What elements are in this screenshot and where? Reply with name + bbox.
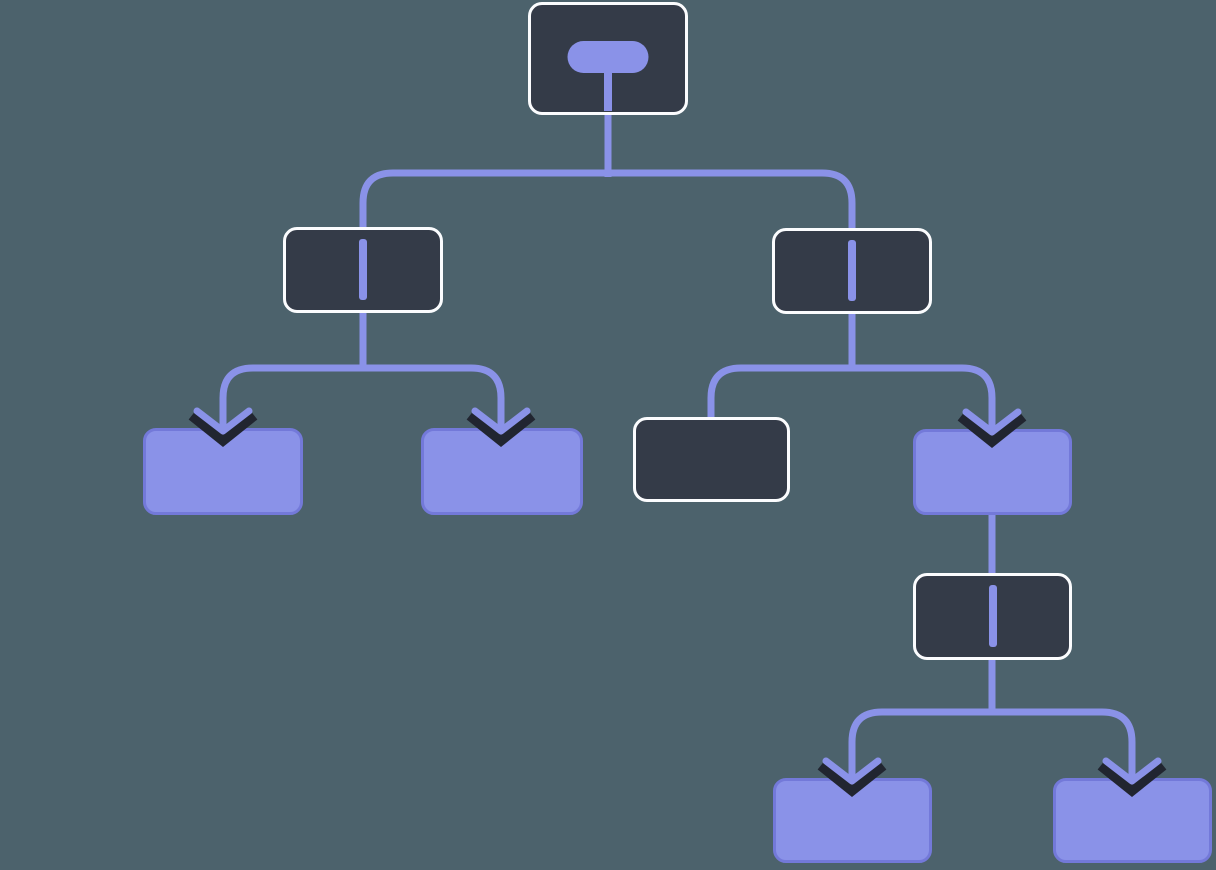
pill-shape (567, 41, 649, 73)
node-leaf-2[interactable] (421, 428, 583, 515)
connector-left-subtree-branch (219, 364, 505, 434)
pill-stem-icon (531, 5, 685, 112)
node-root[interactable] (528, 2, 688, 115)
node-leaf-1[interactable] (143, 428, 303, 515)
connector-bottom-branch (848, 708, 1136, 784)
vertical-line-icon (988, 585, 997, 647)
vertical-line-icon (848, 240, 856, 301)
node-leaf-5[interactable] (1053, 778, 1212, 863)
node-branch-left[interactable] (283, 227, 443, 313)
node-branch-right[interactable] (772, 228, 932, 314)
node-leaf-4[interactable] (773, 778, 932, 863)
node-leaf-3[interactable] (913, 429, 1072, 515)
node-branch-lower[interactable] (913, 573, 1072, 660)
pill-stem (604, 71, 612, 111)
vertical-line-icon (359, 239, 367, 300)
node-leaf-dark[interactable] (633, 417, 790, 502)
